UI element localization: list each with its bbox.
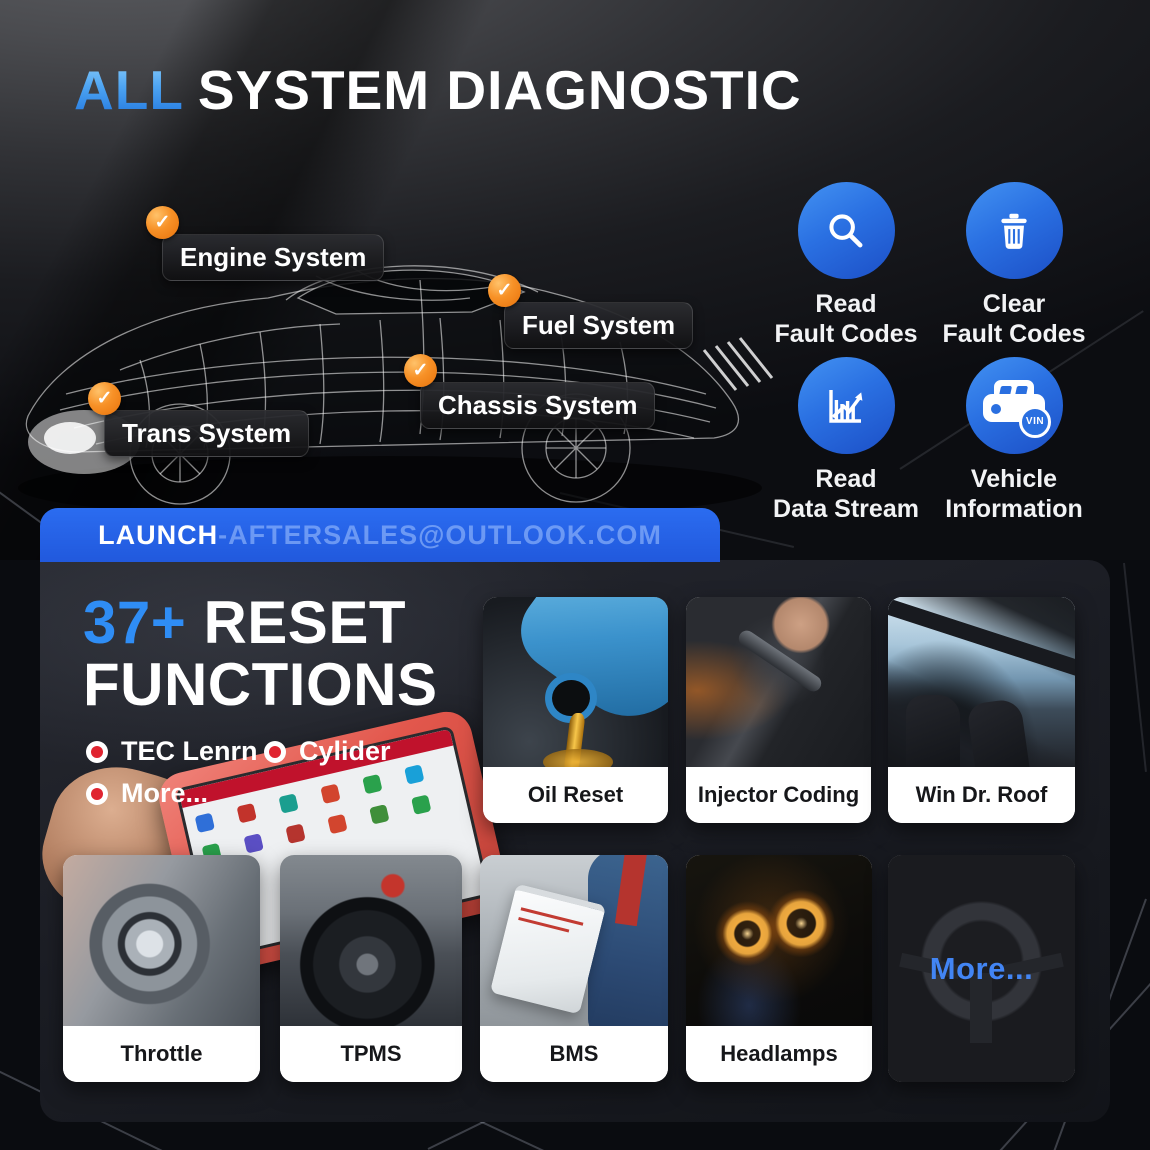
card-label: Headlamps — [686, 1026, 872, 1082]
callout-trans-system: ✓ Trans System — [88, 382, 310, 457]
check-badge-icon: ✓ — [488, 274, 521, 307]
card-bms: BMS — [480, 855, 668, 1082]
card-throttle: Throttle — [63, 855, 260, 1082]
callout-label: Engine System — [162, 234, 385, 281]
grid-line — [1123, 562, 1147, 772]
card-label: Oil Reset — [483, 767, 668, 823]
card-oil-reset: Oil Reset — [483, 597, 668, 823]
card-headlamps: Headlamps — [686, 855, 872, 1082]
feature-read-fault-codes: Read Fault Codes — [760, 182, 932, 349]
brand-email-suffix: -AFTERSALES@OUTLOOK.COM — [218, 519, 662, 550]
feature-label: Read Fault Codes — [774, 290, 918, 348]
vin-car-icon: VIN — [965, 357, 1063, 454]
callout-label: Trans System — [104, 410, 310, 457]
magnifier-icon — [797, 182, 895, 279]
bullet-icon — [86, 782, 108, 805]
title-rest: SYSTEM DIAGNOSTIC — [197, 59, 802, 121]
throttle-image — [63, 855, 260, 1026]
feature-label: Read Data Stream — [773, 465, 919, 523]
injector-coding-image — [686, 597, 871, 767]
window-roof-image — [888, 597, 1075, 767]
callout-fuel-system: ✓ Fuel System — [488, 274, 694, 349]
steering-wheel-image — [888, 855, 1075, 1082]
tpms-tire-image — [280, 855, 462, 1026]
check-badge-icon: ✓ — [146, 206, 179, 239]
bullet-tec-learn: TEC Lenrn — [86, 736, 258, 767]
callout-label: Chassis System — [420, 382, 656, 429]
feature-label: Vehicle Information — [945, 465, 1083, 523]
card-label: Throttle — [63, 1026, 260, 1082]
feature-vehicle-information: VIN Vehicle Information — [928, 357, 1100, 524]
feature-label: Clear Fault Codes — [942, 290, 1086, 348]
reset-functions-heading: 37+ RESET FUNCTIONS — [83, 589, 438, 719]
card-label: TPMS — [280, 1026, 462, 1082]
check-badge-icon: ✓ — [404, 354, 437, 387]
reset-count: 37+ — [83, 589, 187, 656]
feature-clear-fault-codes: Clear Fault Codes — [928, 182, 1100, 349]
data-chart-icon — [797, 357, 895, 454]
bullet-icon — [86, 740, 108, 763]
bullet-cylinder: Cylider — [264, 736, 391, 767]
card-label: Injector Coding — [686, 767, 871, 823]
card-tpms: TPMS — [280, 855, 462, 1082]
brand-email-banner: LAUNCH-AFTERSALES@OUTLOOK.COM — [40, 508, 720, 562]
card-win-dr-roof: Win Dr. Roof — [888, 597, 1075, 823]
title-highlight: ALL — [74, 59, 184, 121]
oil-reset-image — [483, 597, 668, 767]
card-label: Win Dr. Roof — [888, 767, 1075, 823]
callout-chassis-system: ✓ Chassis System — [404, 354, 656, 429]
battery-image — [480, 855, 668, 1026]
headlamps-image — [686, 855, 872, 1026]
callout-label: Fuel System — [504, 302, 694, 349]
feature-read-data-stream: Read Data Stream — [760, 357, 932, 524]
card-label: BMS — [480, 1026, 668, 1082]
card-more: More... — [888, 855, 1075, 1082]
check-badge-icon: ✓ — [88, 382, 121, 415]
more-label: More... — [929, 950, 1034, 986]
brand-name: LAUNCH — [98, 519, 219, 550]
callout-engine-system: ✓ Engine System — [146, 206, 385, 281]
reset-functions-panel: 37+ RESET FUNCTIONS TEC Lenrn Cylider Mo… — [40, 560, 1110, 1122]
trash-icon — [965, 182, 1063, 279]
bullet-icon — [264, 740, 286, 763]
vin-badge: VIN — [1019, 405, 1051, 438]
card-injector-coding: Injector Coding — [686, 597, 871, 823]
bullet-more: More... — [86, 778, 208, 809]
